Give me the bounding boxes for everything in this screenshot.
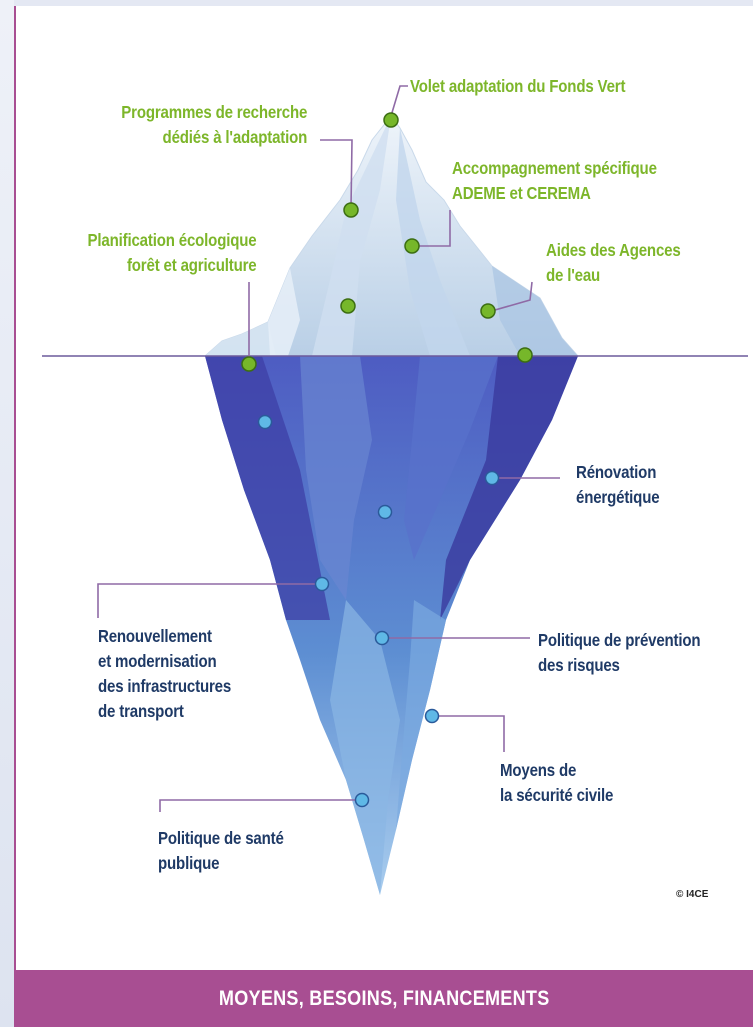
dot-upper-left (257, 414, 273, 430)
leader-recherche (320, 139, 353, 209)
dot-renovation (484, 470, 500, 486)
dot-middle (377, 504, 393, 520)
leader-sante (159, 799, 362, 812)
leader-lines-below (97, 477, 560, 812)
background-left (0, 0, 14, 1027)
label-recherche: Programmes de recherche dédiés à l'adapt… (121, 102, 307, 147)
dot-securite (424, 708, 440, 724)
background-top (0, 0, 753, 6)
dot-ademe (404, 238, 420, 254)
leader-ademe (412, 210, 451, 247)
label-planification: Planification écologique forêt et agricu… (87, 230, 256, 275)
iceberg-top-facet (492, 266, 578, 356)
label-fonds-vert: Volet adaptation du Fonds Vert (410, 76, 626, 96)
iceberg-bottom-facet (396, 600, 446, 830)
leader-fonds-vert (390, 85, 408, 117)
label-ademe: Accompagnement spécifique ADEME et CEREM… (452, 158, 657, 203)
dot-planification (241, 356, 257, 372)
dot-risques (374, 630, 390, 646)
label-infrastructures: Renouvellement et modernisation des infr… (98, 626, 232, 721)
green-dots (241, 112, 533, 372)
label-agences-eau: Aides des Agences de l'eau (546, 240, 681, 285)
iceberg-bottom-facet (404, 356, 498, 560)
leader-securite (432, 715, 505, 752)
dot-sante (354, 792, 370, 808)
iceberg-top-facet (205, 322, 276, 356)
label-risques: Politique de prévention des risques (538, 630, 701, 675)
footer-title: MOYENS, BESOINS, FINANCEMENTS (219, 986, 550, 1010)
dot-infrastructures (314, 576, 330, 592)
dot-fonds-vert (383, 112, 399, 128)
dot-agences (480, 303, 496, 319)
leader-lines-above (248, 85, 533, 364)
iceberg-top-facet (268, 268, 300, 356)
label-renovation: Rénovation énergétique (576, 462, 660, 507)
blue-dots (257, 414, 500, 808)
leader-agences (487, 281, 533, 313)
iceberg-bottom-facet (205, 356, 330, 620)
copyright-note: © I4CE (676, 889, 709, 900)
dot-center (340, 298, 356, 314)
iceberg-bottom-facet (330, 600, 400, 895)
dot-right (517, 347, 533, 363)
dot-recherche (343, 202, 359, 218)
leader-infrastructures (97, 583, 322, 618)
label-sante: Politique de santé publique (158, 828, 284, 873)
label-securite-civile: Moyens de la sécurité civile (500, 760, 614, 805)
iceberg-top-facet (396, 128, 470, 356)
iceberg-top-facet (312, 116, 391, 356)
iceberg-bottom-facet (440, 356, 578, 620)
footer-banner: MOYENS, BESOINS, FINANCEMENTS (16, 970, 753, 1027)
iceberg-bottom-facet (300, 356, 372, 600)
